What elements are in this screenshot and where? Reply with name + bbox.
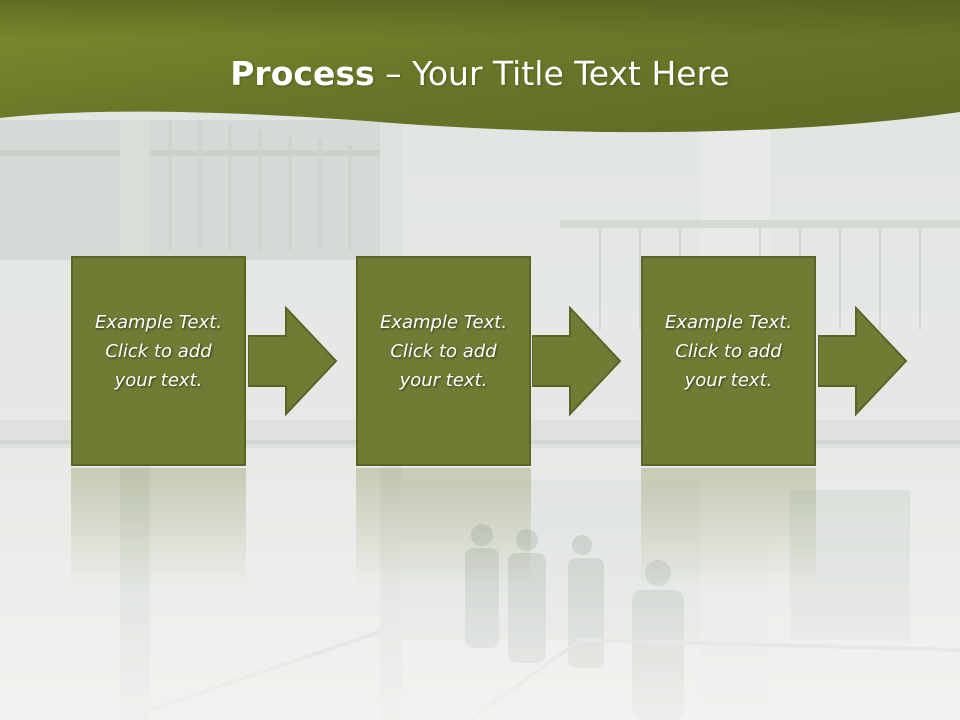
process-step-3[interactable]: Example Text. Click to add your text. [641, 256, 816, 466]
arrow-right-icon [248, 306, 338, 416]
process-step-3-text: Example Text. Click to add your text. [664, 311, 793, 391]
process-step-1[interactable]: Example Text. Click to add your text. [71, 256, 246, 466]
header-banner [0, 0, 960, 133]
title-rest: – Your Title Text Here [374, 54, 730, 93]
step-reflection [71, 468, 246, 588]
process-step-2[interactable]: Example Text. Click to add your text. [356, 256, 531, 466]
slide-title: Process – Your Title Text Here [0, 52, 960, 96]
process-step-2-text: Example Text. Click to add your text. [379, 311, 508, 391]
process-step-1-text: Example Text. Click to add your text. [94, 311, 223, 391]
step-reflection [356, 468, 531, 588]
arrow-right-icon [818, 306, 908, 416]
title-bold: Process [230, 54, 375, 93]
step-reflection [641, 468, 816, 588]
arrow-right-icon [532, 306, 622, 416]
